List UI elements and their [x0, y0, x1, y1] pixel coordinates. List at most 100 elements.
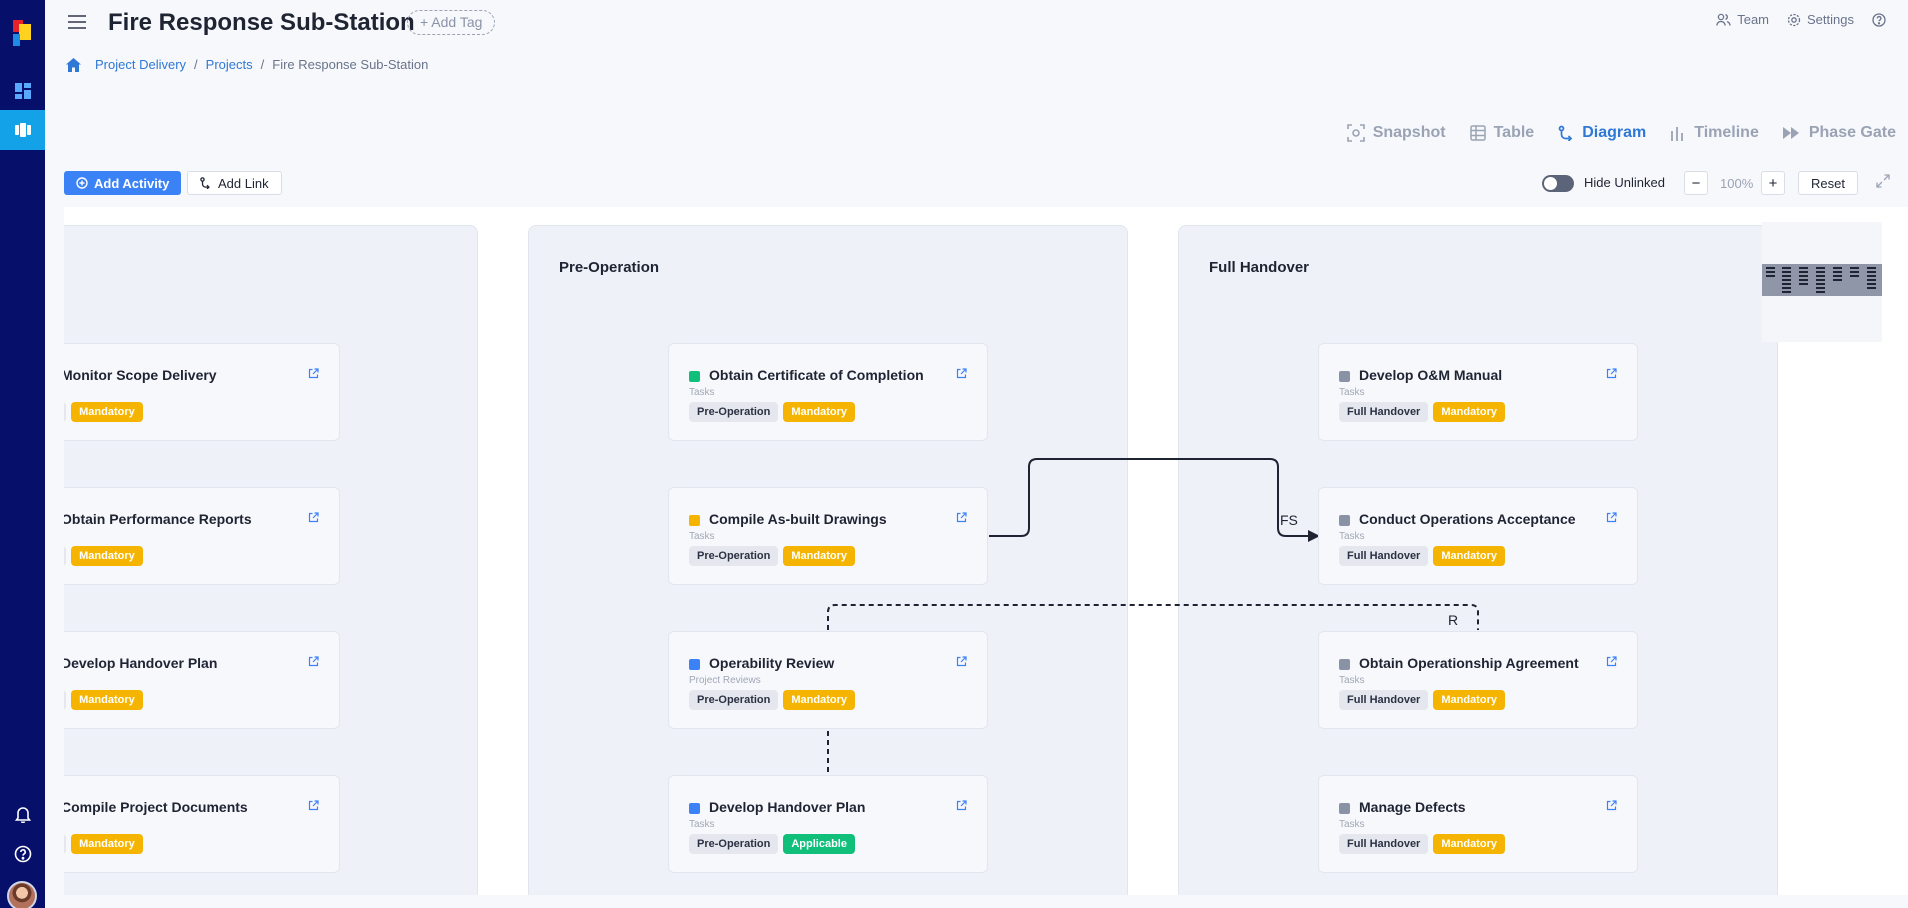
- add-activity-button[interactable]: Add Activity: [64, 171, 182, 195]
- page-title: Fire Response Sub-Station: [108, 9, 415, 36]
- check-icon: [1339, 803, 1350, 814]
- timeline-icon: [1671, 127, 1684, 141]
- external-link-icon[interactable]: [308, 368, 319, 379]
- activity-card[interactable]: Conduct Operations Acceptance Tasks Full…: [1318, 487, 1638, 585]
- activity-type: Tasks: [689, 387, 715, 398]
- external-link-icon[interactable]: [1606, 800, 1617, 811]
- external-link-icon[interactable]: [956, 656, 967, 667]
- activity-card[interactable]: Obtain Certificate of Completion Tasks P…: [668, 343, 988, 441]
- notifications-nav-item[interactable]: [0, 794, 45, 834]
- external-link-icon[interactable]: [308, 800, 319, 811]
- activity-card[interactable]: Develop Handover Plan Tasks Pre-Operatio…: [668, 775, 988, 873]
- check-icon: [1339, 371, 1350, 382]
- help-icon: [14, 845, 31, 863]
- status-badge: Mandatory: [783, 546, 855, 566]
- activity-card[interactable]: Compile As-built Drawings Tasks Pre-Oper…: [668, 487, 988, 585]
- lane-title: Full Handover: [1209, 259, 1310, 276]
- check-icon: [689, 371, 700, 382]
- tab-table-label: Table: [1493, 124, 1535, 141]
- tab-table[interactable]: Table: [1469, 124, 1535, 142]
- r-link-line: [827, 604, 1479, 630]
- external-link-icon[interactable]: [956, 512, 967, 523]
- external-link-icon[interactable]: [1606, 512, 1617, 523]
- check-icon: [1339, 659, 1350, 670]
- external-link-icon[interactable]: [1606, 656, 1617, 667]
- home-icon[interactable]: [66, 57, 81, 72]
- activity-type: Tasks: [1339, 819, 1365, 830]
- status-badge: Mandatory: [1433, 834, 1505, 854]
- external-link-icon[interactable]: [308, 656, 319, 667]
- breadcrumb-projects[interactable]: Projects: [205, 57, 253, 72]
- activity-title: Operability Review: [709, 655, 835, 671]
- activity-card[interactable]: Develop Handover Plan s ecution Mandator…: [64, 631, 340, 729]
- activity-type: Tasks: [1339, 675, 1365, 686]
- fs-link-arrow: [1308, 530, 1320, 542]
- tab-phase-gate[interactable]: Phase Gate: [1782, 124, 1896, 142]
- fs-link-label: FS: [1280, 512, 1298, 528]
- activity-card[interactable]: Operability Review Project Reviews Pre-O…: [668, 631, 988, 729]
- team-label: Team: [1737, 12, 1770, 27]
- breadcrumb-current: Fire Response Sub-Station: [272, 57, 429, 72]
- help-nav-item[interactable]: [0, 834, 45, 874]
- external-link-icon[interactable]: [308, 512, 319, 523]
- diagram-canvas[interactable]: Monitor Scope Delivery s ecution Mandato…: [64, 207, 1908, 895]
- tab-timeline[interactable]: Timeline: [1670, 124, 1759, 142]
- user-avatar[interactable]: [7, 881, 37, 908]
- tab-snapshot[interactable]: Snapshot: [1346, 124, 1446, 142]
- activity-card[interactable]: Obtain Operationship Agreement Tasks Ful…: [1318, 631, 1638, 729]
- hamburger-menu-icon[interactable]: [68, 14, 86, 30]
- add-tag-button[interactable]: + Add Tag: [407, 10, 496, 35]
- activity-card[interactable]: Manage Defects Tasks Full Handover Manda…: [1318, 775, 1638, 873]
- zoom-out-button[interactable]: −: [1684, 171, 1708, 195]
- external-link-icon[interactable]: [1606, 368, 1617, 379]
- settings-button[interactable]: Settings: [1787, 12, 1854, 27]
- external-link-icon[interactable]: [956, 368, 967, 379]
- add-link-label: Add Link: [218, 175, 269, 191]
- external-link-icon[interactable]: [956, 800, 967, 811]
- phase-tag: Full Handover: [1339, 834, 1429, 854]
- diagram-icon: [1558, 125, 1573, 141]
- team-icon: [1716, 13, 1731, 26]
- activity-type: Tasks: [689, 819, 715, 830]
- activity-title: Develop O&M Manual: [1359, 367, 1503, 383]
- reset-button[interactable]: Reset: [1798, 171, 1858, 195]
- status-badge: Applicable: [783, 834, 855, 854]
- status-badge: Mandatory: [1433, 402, 1505, 422]
- activity-title: Compile Project Documents: [64, 799, 248, 815]
- phase-tag: Full Handover: [1339, 546, 1429, 566]
- breadcrumb-separator: /: [260, 57, 265, 72]
- breadcrumb: Project Delivery / Projects / Fire Respo…: [66, 57, 428, 72]
- phase-tag: ecution: [64, 690, 67, 710]
- activity-card[interactable]: Obtain Performance Reports s ecution Man…: [64, 487, 340, 585]
- help-circle-icon[interactable]: [1872, 12, 1886, 27]
- zoom-in-button[interactable]: +: [1761, 171, 1785, 195]
- team-button[interactable]: Team: [1716, 12, 1769, 27]
- check-icon: [689, 659, 700, 670]
- hide-unlinked-toggle[interactable]: [1542, 175, 1574, 192]
- tab-diagram-label: Diagram: [1582, 124, 1647, 141]
- projects-icon: [14, 123, 31, 137]
- add-link-button[interactable]: Add Link: [187, 171, 282, 195]
- link-icon: [200, 177, 210, 189]
- status-badge: Mandatory: [783, 690, 855, 710]
- status-badge: Mandatory: [71, 402, 143, 422]
- activity-card[interactable]: Compile Project Documents s ecution Mand…: [64, 775, 340, 873]
- status-badge: Mandatory: [783, 402, 855, 422]
- tab-diagram[interactable]: Diagram: [1558, 124, 1646, 142]
- activity-type: Tasks: [689, 531, 715, 542]
- activity-card[interactable]: Monitor Scope Delivery s ecution Mandato…: [64, 343, 340, 441]
- app-logo-icon[interactable]: [11, 20, 31, 46]
- activity-card[interactable]: Develop O&M Manual Tasks Full Handover M…: [1318, 343, 1638, 441]
- fast-forward-icon: [1782, 127, 1799, 139]
- camera-icon: [1346, 124, 1365, 142]
- projects-nav-item[interactable]: [0, 110, 45, 150]
- tab-timeline-label: Timeline: [1694, 124, 1759, 141]
- top-right-actions: Team Settings: [1716, 12, 1908, 27]
- status-badge: Mandatory: [1433, 546, 1505, 566]
- diagram-minimap[interactable]: [1762, 222, 1882, 342]
- dashboard-nav-item[interactable]: [0, 71, 45, 111]
- breadcrumb-project-delivery[interactable]: Project Delivery: [95, 57, 187, 72]
- activity-title: Monitor Scope Delivery: [64, 367, 217, 383]
- activity-title: Develop Handover Plan: [709, 799, 866, 815]
- fullscreen-icon[interactable]: [1876, 174, 1890, 188]
